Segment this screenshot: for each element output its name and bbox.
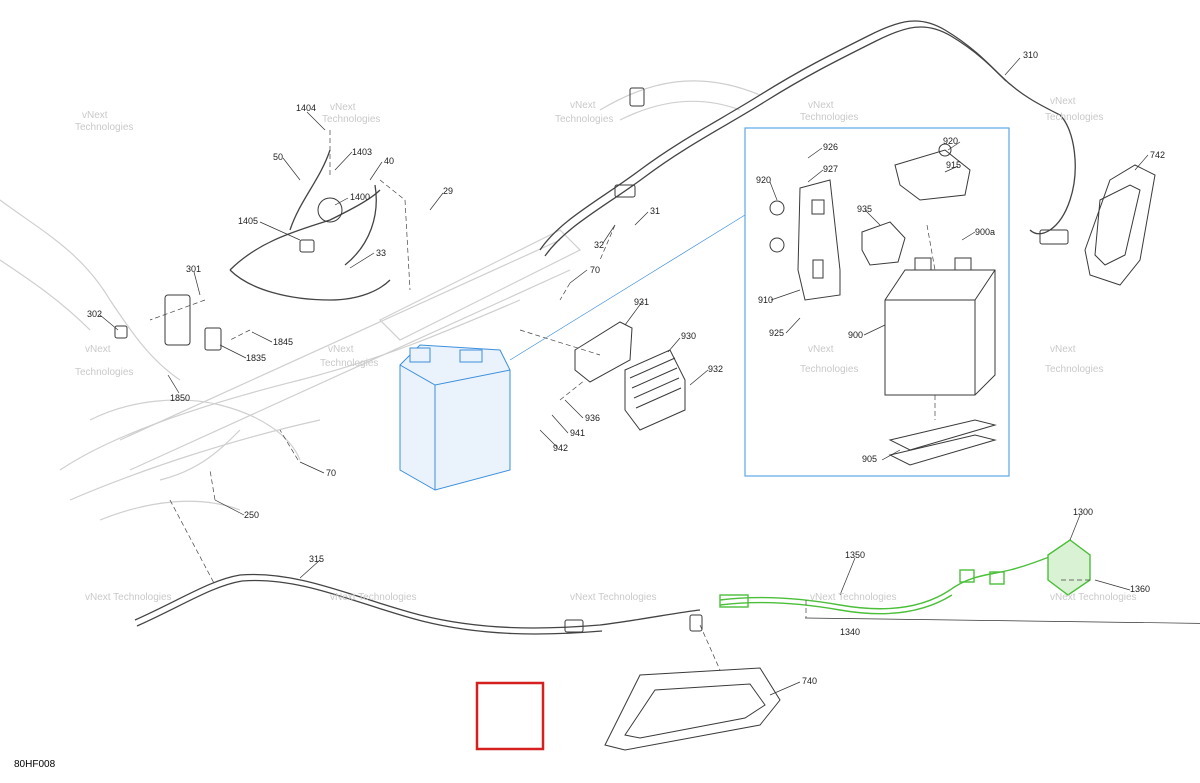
part-label-50: 50 [273,152,283,162]
module-1300 [1047,539,1091,596]
watermark: Technologies [75,367,133,378]
watermark: vNext [808,100,834,111]
frame-rail [119,239,571,481]
part-label-32: 32 [594,240,604,250]
watermark: vNext Technologies [810,592,897,603]
part-label-905: 905 [862,454,877,464]
watermark: vNext [1050,344,1076,355]
part-label-915: 915 [946,160,961,170]
battery-detail-inset [744,127,1010,477]
vehicle-frame-ghost [0,80,761,521]
part-label-1850: 1850 [170,393,190,403]
part-label-925: 925 [769,328,784,338]
part-label-920: 920 [943,136,958,146]
part-labels: 310 742 1404 1403 50 40 1400 29 1405 31 … [87,50,1165,686]
part-label-302: 302 [87,309,102,319]
part-label-1350: 1350 [845,550,865,560]
watermark: vNext [570,100,596,111]
part-label-1403: 1403 [352,147,372,157]
watermark: vNext [82,110,108,121]
part-label-29: 29 [443,186,453,196]
watermark: vNext [85,344,111,355]
watermarks: vNext Technologies vNext Technologies vN… [75,96,1137,603]
part-label-927: 927 [823,164,838,174]
watermark: Technologies [555,114,613,125]
part-label-920: 920 [756,175,771,185]
watermark: vNext Technologies [330,592,417,603]
watermark: Technologies [320,358,378,369]
watermark: Technologies [322,114,380,125]
watermark: Technologies [75,122,133,133]
part-label-1300: 1300 [1073,507,1093,517]
figure-code: 80HF008 [14,759,56,770]
taillight-740 [604,624,781,751]
watermark: vNext [330,102,356,113]
headlight-742 [1084,164,1156,286]
part-label-900: 900 [848,330,863,340]
part-label-70: 70 [590,265,600,275]
part-label-931: 931 [634,297,649,307]
part-label-1400: 1400 [350,192,370,202]
part-label-740: 740 [802,676,817,686]
harness-1350 [719,554,1056,615]
part-label-1360: 1360 [1130,584,1150,594]
watermark: vNext [1050,96,1076,107]
watermark: vNext Technologies [85,592,172,603]
red-marker-box [475,681,545,751]
part-label-1405: 1405 [238,216,258,226]
part-label-936: 936 [585,413,600,423]
watermark: Technologies [1045,364,1103,375]
part-label-31: 31 [650,206,660,216]
battery-cable-1400 [229,149,391,301]
part-label-941: 941 [570,428,585,438]
part-label-70: 70 [326,468,336,478]
part-label-930: 930 [681,331,696,341]
leader-lines [99,57,1200,696]
part-label-310: 310 [1023,50,1038,60]
harness-310 [539,20,1076,257]
part-label-250: 250 [244,510,259,520]
part-label-1835: 1835 [246,353,266,363]
battery-highlighted [399,214,746,491]
watermark: vNext [328,344,354,355]
relay-box-301 [114,294,222,351]
watermark: vNext [808,344,834,355]
watermark: Technologies [800,112,858,123]
part-label-942: 942 [553,443,568,453]
watermark: Technologies [800,364,858,375]
part-label-910: 910 [758,295,773,305]
watermark: Technologies [1045,112,1103,123]
watermark: vNext Technologies [1050,592,1137,603]
part-label-33: 33 [376,248,386,258]
part-label-1845: 1845 [273,337,293,347]
part-label-315: 315 [309,554,324,564]
part-label-742: 742 [1150,150,1165,160]
assembly-dashed-lines [149,130,1090,618]
part-label-926: 926 [823,142,838,152]
part-label-935: 935 [857,204,872,214]
watermark: vNext Technologies [570,592,657,603]
part-label-1404: 1404 [296,103,316,113]
part-label-900a: 900a [975,227,995,237]
part-label-40: 40 [384,156,394,166]
part-label-932: 932 [708,364,723,374]
part-label-1340: 1340 [840,627,860,637]
harness-315 [134,573,703,635]
part-label-301: 301 [186,264,201,274]
